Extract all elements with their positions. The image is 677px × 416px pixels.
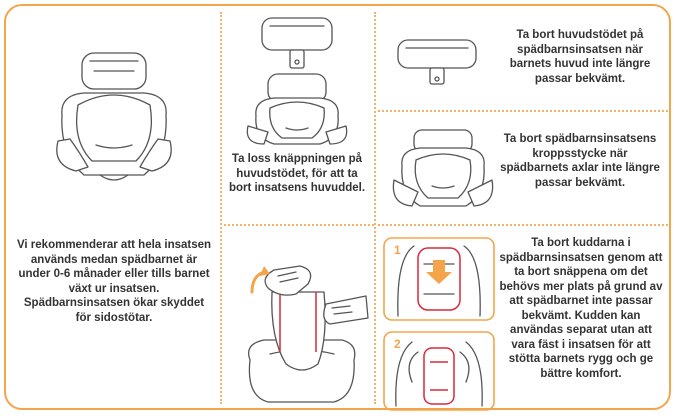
remove-headrest-text: Ta bort huvudstödet på spädbarnsinsatsen… <box>500 28 660 86</box>
unbutton-illustration <box>238 12 358 147</box>
row-divider-right-1 <box>378 110 668 112</box>
cushion-step-2-illustration <box>384 332 494 410</box>
hand-removing-insert-illustration <box>230 248 370 406</box>
row-divider-right-2 <box>378 224 668 226</box>
unbutton-text: Ta loss knäppningen på huvudstödet, för … <box>226 152 368 196</box>
body-piece-illustration <box>388 126 498 212</box>
full-insert-illustration <box>40 45 190 195</box>
column-divider-2 <box>374 12 376 404</box>
cushion-step-1-illustration <box>384 238 494 320</box>
full-insert-text: Vi rekommenderar att hela insatsen använ… <box>16 238 212 325</box>
column-divider-1 <box>220 12 222 404</box>
headrest-illustration <box>392 36 482 88</box>
row-divider-middle <box>224 224 374 226</box>
remove-body-text: Ta bort spädbarnsinsatsens kroppsstycke … <box>500 132 660 190</box>
remove-cushions-text: Ta bort kuddarna i spädbarnsinsatsen gen… <box>498 236 664 381</box>
